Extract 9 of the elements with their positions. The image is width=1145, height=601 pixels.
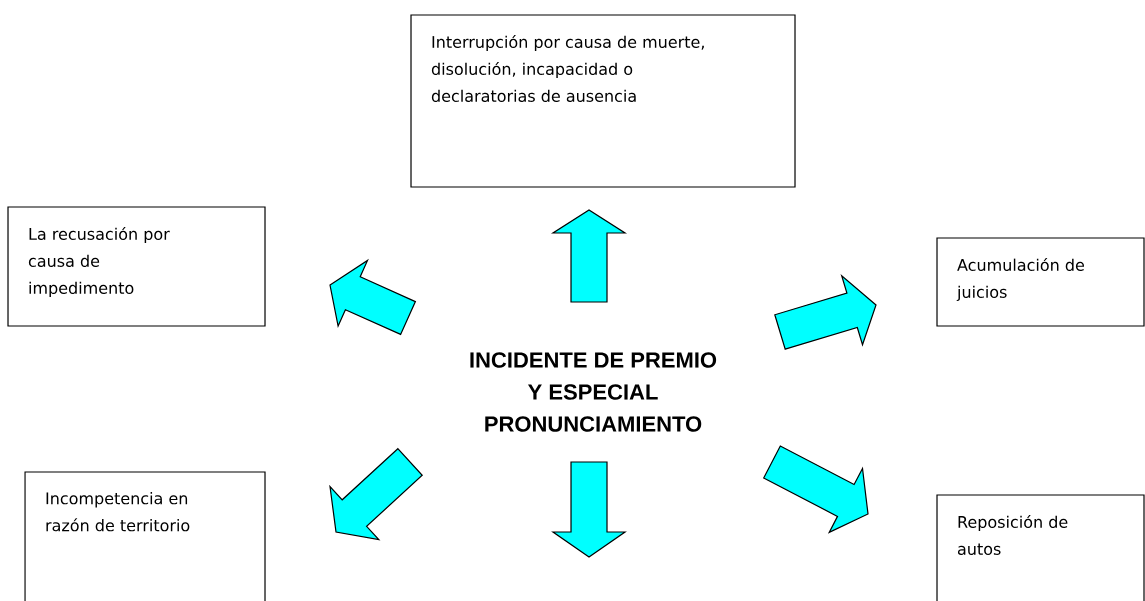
title-text: INCIDENTE DE PREMIO Y ESPECIAL PRONUNCIAMIENTO [470,352,717,432]
block-arrow [551,461,627,558]
block-arrow [550,209,628,303]
block-arrow [774,274,877,350]
text-box: Acumulación de juicios [936,237,1145,327]
text-box: Reposición de autos [936,494,1145,601]
text-box: Interrupción por causa de muerte, disolución, incapacidad o declaratorias de ausencia [410,14,796,188]
text-box: La recusación por causa de impedimento [7,206,266,327]
text-box: Incompetencia en razón de territorio [24,471,266,601]
